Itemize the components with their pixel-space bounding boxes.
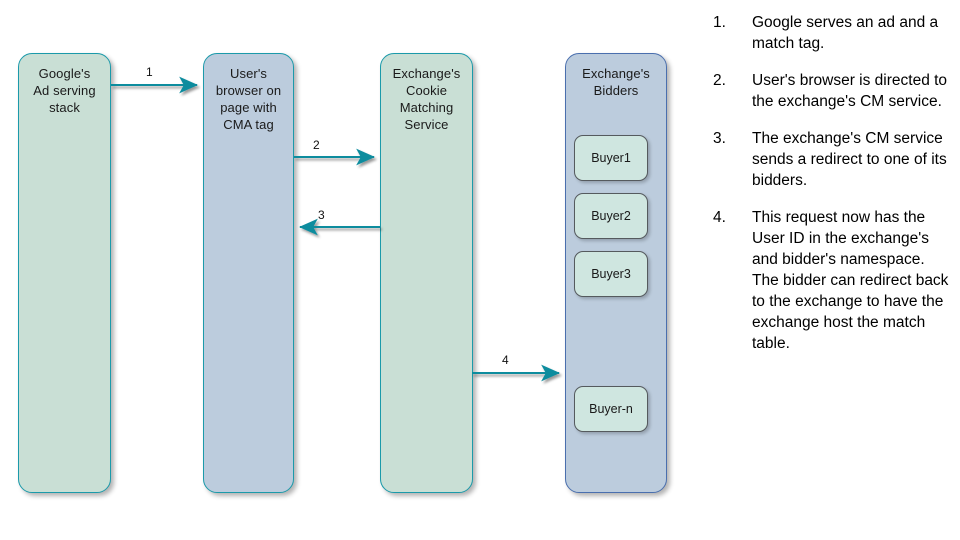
buyer-box-2[interactable]: Buyer2 (574, 193, 648, 239)
step-number-3: 3. (713, 130, 726, 147)
lane-exchange-cookie-matching-service: Exchange's Cookie Matching Service (380, 53, 473, 493)
step-number-4: 4. (713, 209, 726, 226)
step-item-2: 2. User's browser is directed to the exc… (706, 70, 950, 112)
lane-user-browser: User's browser on page with CMA tag (203, 53, 294, 493)
arrow-label-1: 1 (146, 65, 153, 79)
buyer-label-n: Buyer-n (589, 401, 633, 416)
step-text-3: The exchange's CM service sends a redire… (752, 130, 947, 189)
step-number-1: 1. (713, 14, 726, 31)
step-item-4: 4. This request now has the User ID in t… (706, 207, 950, 354)
step-text-2: User's browser is directed to the exchan… (752, 72, 948, 110)
step-number-2: 2. (713, 72, 726, 89)
buyer-box-3[interactable]: Buyer3 (574, 251, 648, 297)
lane-label-exchange-bidders: Exchange's Bidders (582, 66, 650, 98)
step-item-1: 1. Google serves an ad and a match tag. (706, 12, 950, 54)
step-text-1: Google serves an ad and a match tag. (752, 14, 939, 52)
lane-google-ad-serving-stack: Google's Ad serving stack (18, 53, 111, 493)
buyer-label-3: Buyer3 (591, 266, 631, 281)
arrow-label-3: 3 (318, 208, 325, 222)
lane-label-exchange-cookie-matching-service: Exchange's Cookie Matching Service (392, 66, 461, 132)
buyer-box-n[interactable]: Buyer-n (574, 386, 648, 432)
lane-label-user-browser: User's browser on page with CMA tag (215, 66, 282, 132)
buyer-box-1[interactable]: Buyer1 (574, 135, 648, 181)
arrow-label-4: 4 (502, 353, 509, 367)
arrow-label-2: 2 (313, 138, 320, 152)
steps-list: 1. Google serves an ad and a match tag. … (706, 12, 950, 370)
step-text-4: This request now has the User ID in the … (752, 209, 949, 352)
lane-label-google-ad-serving-stack: Google's Ad serving stack (33, 66, 96, 115)
step-item-3: 3. The exchange's CM service sends a red… (706, 128, 950, 191)
buyer-label-1: Buyer1 (591, 150, 631, 165)
buyer-label-2: Buyer2 (591, 208, 631, 223)
